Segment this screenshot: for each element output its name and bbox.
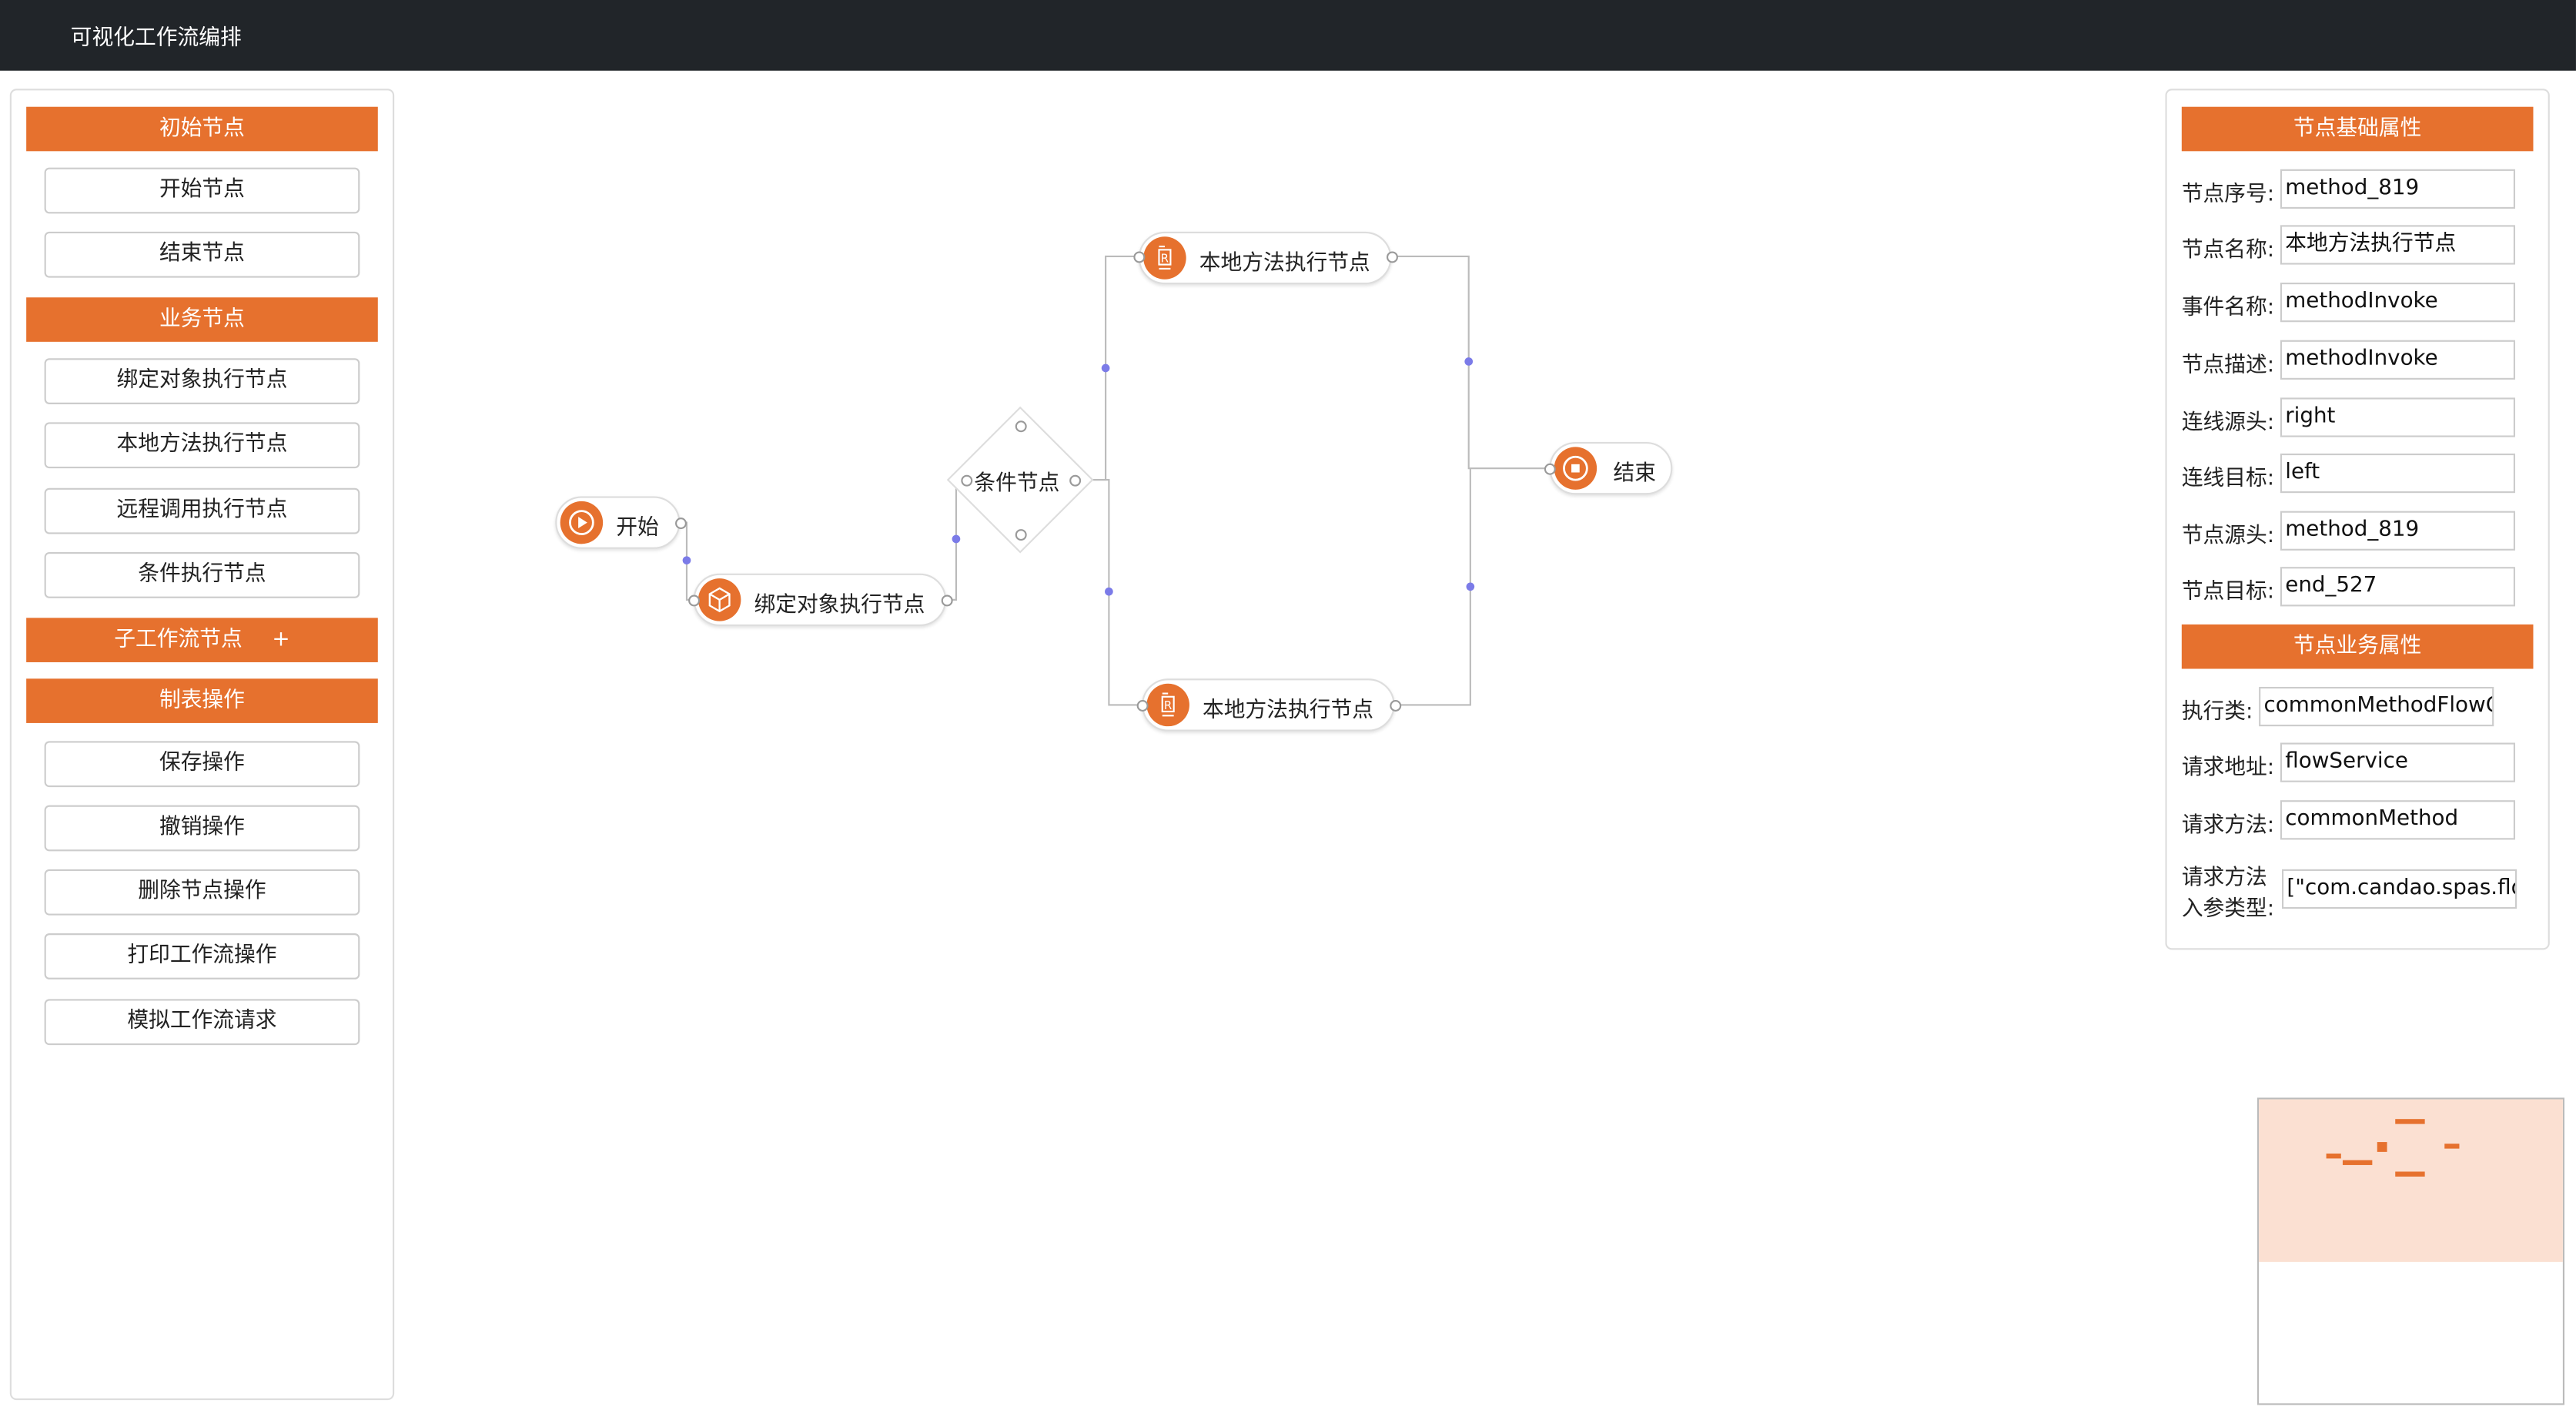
label: 节点源头: <box>2181 524 2275 549</box>
section-business-nodes: 业务节点 <box>26 297 378 342</box>
node-target-input[interactable]: end_527 <box>2280 567 2516 607</box>
port[interactable] <box>1015 420 1027 433</box>
node-end[interactable]: 结束 <box>1549 442 1673 495</box>
node-local-method-bottom[interactable]: R 本地方法执行节点 <box>1142 678 1395 732</box>
edge-midpoint-handle <box>1101 363 1110 373</box>
port[interactable] <box>1133 251 1146 263</box>
minimap-node <box>2326 1153 2341 1159</box>
edge-condition-bottom <box>1090 479 1142 706</box>
palette-start-node[interactable]: 开始节点 <box>44 167 360 214</box>
port[interactable] <box>688 594 701 607</box>
minimap[interactable] <box>2257 1097 2565 1405</box>
palette-remote-call-node[interactable]: 远程调用执行节点 <box>44 487 360 534</box>
svg-text:R: R <box>1164 698 1172 712</box>
label: 执行类: <box>2181 700 2253 725</box>
node-name-input[interactable]: 本地方法执行节点 <box>2280 225 2516 265</box>
section-initial-nodes: 初始节点 <box>26 106 378 152</box>
label: 请求方法: <box>2181 813 2275 839</box>
label: 事件名称: <box>2181 296 2275 321</box>
node-label: 结束 <box>1613 461 1657 487</box>
node-label: 本地方法执行节点 <box>1203 698 1373 723</box>
condition-node-label[interactable]: 条件节点 <box>974 471 1060 497</box>
palette-local-method-node[interactable]: 本地方法执行节点 <box>44 422 360 469</box>
top-bar: 可视化工作流编排 <box>0 0 2576 71</box>
label: 节点序号: <box>2181 182 2275 207</box>
palette-bind-object-node[interactable]: 绑定对象执行节点 <box>44 358 360 404</box>
subflow-label: 子工作流节点 <box>114 628 243 653</box>
port[interactable] <box>1069 474 1082 487</box>
port[interactable] <box>1015 529 1027 541</box>
label: 连线目标: <box>2181 467 2275 492</box>
request-method-input[interactable]: commonMethod <box>2280 800 2516 840</box>
node-id-input[interactable]: method_819 <box>2280 169 2516 209</box>
event-name-input[interactable]: methodInvoke <box>2280 283 2516 323</box>
minimap-viewport[interactable] <box>2259 1099 2563 1262</box>
method-icon: R <box>1146 683 1189 727</box>
business-properties-header: 节点业务属性 <box>2181 624 2534 669</box>
edge-source-input[interactable]: right <box>2280 397 2516 437</box>
section-table-operations: 制表操作 <box>26 678 378 723</box>
node-label: 开始 <box>616 516 659 541</box>
label: 节点描述: <box>2181 353 2275 378</box>
label: 请求方法 <box>2181 866 2267 891</box>
port[interactable] <box>1544 463 1556 475</box>
app-title: 可视化工作流编排 <box>70 26 242 52</box>
plus-icon[interactable]: + <box>272 628 290 653</box>
minimap-node <box>2444 1144 2460 1149</box>
edge-condition-top <box>1090 255 1139 481</box>
minimap-node <box>2342 1160 2373 1165</box>
condition-node-shape <box>946 406 1094 554</box>
print-workflow-button[interactable]: 打印工作流操作 <box>44 933 360 980</box>
play-icon <box>560 501 604 544</box>
node-desc-input[interactable]: methodInvoke <box>2280 340 2516 380</box>
node-local-method-top[interactable]: R 本地方法执行节点 <box>1138 231 1392 285</box>
save-button[interactable]: 保存操作 <box>44 741 360 788</box>
edge-midpoint-handle <box>1105 587 1113 596</box>
edge-midpoint-handle <box>952 534 961 544</box>
node-label: 本地方法执行节点 <box>1199 251 1370 276</box>
node-label: 绑定对象执行节点 <box>754 593 925 618</box>
section-subflow-nodes[interactable]: 子工作流节点 + <box>26 618 378 662</box>
node-start[interactable]: 开始 <box>555 496 681 549</box>
minimap-node <box>2395 1171 2425 1177</box>
delete-node-button[interactable]: 删除节点操作 <box>44 869 360 916</box>
basic-properties-header: 节点基础属性 <box>2181 106 2534 152</box>
request-url-input[interactable]: flowService <box>2280 742 2516 782</box>
simulate-request-button[interactable]: 模拟工作流请求 <box>44 999 360 1046</box>
palette-end-node[interactable]: 结束节点 <box>44 231 360 278</box>
minimap-node <box>2377 1142 2387 1152</box>
minimap-node <box>2395 1119 2425 1124</box>
edge-midpoint-handle <box>1466 582 1475 591</box>
palette-condition-node[interactable]: 条件执行节点 <box>44 551 360 598</box>
port[interactable] <box>1390 700 1402 712</box>
label: 节点目标: <box>2181 580 2275 605</box>
edge-target-input[interactable]: left <box>2280 453 2516 494</box>
method-icon: R <box>1143 236 1186 280</box>
port[interactable] <box>1136 700 1149 712</box>
label: 节点名称: <box>2181 238 2275 263</box>
port[interactable] <box>675 517 687 530</box>
svg-text:R: R <box>1161 251 1169 265</box>
cube-icon <box>698 578 741 621</box>
edge-bottom-end <box>1394 468 1471 706</box>
exec-class-input[interactable]: commonMethodFlowCl <box>2259 686 2494 727</box>
edge-midpoint-handle <box>682 556 691 564</box>
port[interactable] <box>1387 251 1398 263</box>
port[interactable] <box>961 474 973 487</box>
node-source-input[interactable]: method_819 <box>2280 511 2516 551</box>
stop-icon <box>1554 447 1597 490</box>
node-palette: 初始节点 开始节点 结束节点 业务节点 绑定对象执行节点 本地方法执行节点 远程… <box>9 89 395 1401</box>
param-types-input[interactable]: ["com.candao.spas.flow <box>2281 869 2517 909</box>
label: 入参类型: <box>2181 897 2275 923</box>
properties-panel: 节点基础属性 节点序号:method_819 节点名称:本地方法执行节点 事件名… <box>2165 89 2550 950</box>
edge-midpoint-handle <box>1464 357 1474 366</box>
node-bind-object[interactable]: 绑定对象执行节点 <box>693 573 947 627</box>
port[interactable] <box>941 594 953 607</box>
label: 连线源头: <box>2181 410 2275 436</box>
label: 请求地址: <box>2181 755 2275 781</box>
undo-button[interactable]: 撤销操作 <box>44 805 360 852</box>
